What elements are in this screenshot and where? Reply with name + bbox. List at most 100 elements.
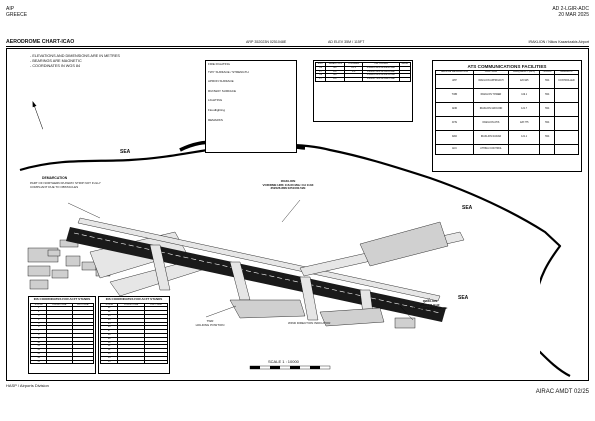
header-right: AD 2-LGIR-ADC 20 MAR 2025 bbox=[552, 6, 589, 18]
table-cell: 267 bbox=[325, 77, 346, 82]
state-label: AIP bbox=[6, 6, 15, 12]
twr-note: HOLDING POSITION bbox=[195, 322, 225, 327]
table-cell: GND bbox=[435, 101, 474, 117]
table-cell: 15 bbox=[29, 359, 48, 365]
table-cell: 35 bbox=[99, 359, 119, 365]
table-cell: H24 bbox=[539, 87, 555, 103]
table-cell: 120.925 bbox=[507, 73, 541, 89]
stands-table-left: INS COORDINATES FOR ACFT STANDS STAND LO… bbox=[28, 296, 96, 374]
table-cell: ATHINAI CONTROL bbox=[472, 143, 509, 155]
ndb-coords: 352011.52N 0251048.42E bbox=[412, 306, 448, 311]
arp-coordinates: ARP 352023N 0251048E bbox=[246, 40, 287, 44]
table-cell: IRAKLION GROUND bbox=[472, 101, 509, 117]
info-line: FIRE FIGHTING bbox=[208, 62, 230, 66]
runway-table: RWY DIRECTION THR ELEV THR COORD RESA 09… bbox=[313, 60, 413, 122]
scale-label: SCALE 1 : 10000 bbox=[268, 359, 299, 364]
info-line: TWY SURFACE / STRENGTH bbox=[208, 69, 249, 74]
table-row: TWR IRAKLION TOWER 119.1 H24 bbox=[435, 87, 580, 103]
vor-detail: VOR/DME HRK 116.60 MHz CH 113X bbox=[262, 182, 314, 187]
page-date: 20 MAR 2025 bbox=[558, 12, 589, 18]
table-cell: 27 bbox=[314, 77, 327, 82]
page-id: AD 2-LGIR-ADC bbox=[552, 6, 589, 12]
east-apron bbox=[359, 221, 449, 267]
table-row: 15 bbox=[29, 359, 95, 365]
table-row: 09 087 13.1 352029.58N 0250946.41E bbox=[314, 65, 412, 71]
title-bar: AERODROME CHART-ICAO ARP 352023N 0251048… bbox=[6, 39, 589, 47]
north-arrow bbox=[32, 100, 44, 130]
ndb-label: IRAKLION HER 421 KHZ 352011.52N 0251048.… bbox=[406, 299, 454, 311]
ndb-name: IRAKLION bbox=[422, 299, 438, 303]
table-cell: 121.7 bbox=[507, 101, 541, 117]
table-cell: 128.775 bbox=[507, 115, 541, 131]
wind-indicator-label: WIND DIRECTION INDICATOR bbox=[288, 321, 331, 325]
ats-panel: ATS COMMUNICATIONS FACILITIES SERVICE DE… bbox=[432, 60, 582, 172]
aerodrome-info-panel: FIRE FIGHTING TWY SURFACE / STRENGTH APR… bbox=[205, 60, 297, 153]
info-line: RUNWAY SURFACE bbox=[208, 88, 236, 93]
table-cell bbox=[507, 143, 541, 155]
info-line: APRON SURFACE bbox=[208, 79, 234, 84]
sea-label-north: SEA bbox=[120, 149, 131, 155]
table-cell: H24 bbox=[539, 101, 555, 117]
twr-label: TWR HOLDING POSITION bbox=[190, 319, 230, 327]
twr-name: TWR bbox=[206, 319, 214, 323]
demarcation-label: DEMARCATION bbox=[42, 176, 68, 180]
table-cell: APP bbox=[435, 73, 474, 89]
table-cell: IRAKLION ATIS bbox=[472, 115, 509, 131]
chart-frame bbox=[6, 48, 589, 381]
table-cell bbox=[553, 129, 580, 145]
table-cell bbox=[553, 87, 580, 103]
table-cell: 352018.70N 0251125.16E bbox=[361, 77, 400, 82]
table-cell bbox=[553, 101, 580, 117]
table-cell: 119.1 bbox=[507, 87, 541, 103]
table-cell: H24 bbox=[539, 115, 555, 131]
note-line: - ELEVATIONS AND DIMENSIONS ARE IN METRE… bbox=[30, 54, 120, 58]
table-row: GND IRAKLION GROUND 121.7 H24 bbox=[435, 101, 580, 117]
table-cell bbox=[398, 77, 412, 82]
table-cell: IRAKLION TOWER bbox=[472, 87, 509, 103]
table-row: ATIS IRAKLION ATIS 128.775 H24 bbox=[435, 115, 580, 131]
table-row: 35 bbox=[99, 359, 168, 365]
table-row: 27 267 352018.70N 0251125.16E bbox=[314, 77, 412, 82]
table-row: RAD IRAKLION RADAR 121.1 H24 bbox=[435, 129, 580, 145]
stands-title-right: INS COORDINATES FOR ACFT STANDS bbox=[105, 297, 163, 301]
aerodrome-elevation: AD ELEV 35M / 115FT bbox=[328, 40, 365, 44]
table-cell bbox=[553, 115, 580, 131]
table-cell bbox=[539, 143, 555, 155]
chart-notes: - ELEVATIONS AND DIMENSIONS ARE IN METRE… bbox=[30, 54, 120, 68]
ats-title: ATS COMMUNICATIONS FACILITIES bbox=[467, 64, 547, 69]
footer-right: AIRAC AMDT 02/25 bbox=[535, 389, 589, 395]
table-cell bbox=[553, 143, 580, 155]
sea-label-east: SEA bbox=[462, 205, 473, 211]
table-cell: 121.1 bbox=[507, 129, 541, 145]
table-cell: IRAKLION RADAR bbox=[472, 129, 509, 145]
header-left: AIP GREECE bbox=[6, 6, 27, 18]
south-area bbox=[229, 299, 416, 329]
info-line: REMARKS bbox=[208, 117, 223, 122]
footer-left: HASP / Airports Division bbox=[6, 383, 49, 388]
ats-header: FREQUENCY (MHz) bbox=[507, 70, 541, 75]
table-cell: IRAKLION APPROACH bbox=[472, 73, 509, 89]
table-row: ACC ATHINAI CONTROL bbox=[435, 143, 580, 155]
vor-coords: 352026.88N 0251000.52E bbox=[270, 186, 306, 191]
chart-title: AERODROME CHART-ICAO bbox=[6, 39, 75, 45]
stands-table-right: INS COORDINATES FOR ACFT STANDS STAND LO… bbox=[98, 296, 170, 374]
table-cell: ATIS bbox=[435, 115, 474, 131]
table-cell: ACC bbox=[435, 143, 474, 155]
table-cell: CONTROLLED bbox=[553, 73, 580, 89]
info-line: LIGHTING bbox=[208, 98, 223, 103]
table-cell: H24 bbox=[539, 129, 555, 145]
table-row: APP IRAKLION APPROACH 120.925 H24 CONTRO… bbox=[435, 73, 580, 89]
country-label: GREECE bbox=[6, 12, 28, 18]
scale-bar bbox=[249, 365, 331, 370]
note-line: - COORDINATES IN WGS 84 bbox=[30, 63, 81, 68]
ndb-detail: HER 421 KHZ bbox=[420, 302, 440, 307]
demarcation-note: PART OF NORTHERN RUNWAY STRIP NOT FULLY … bbox=[30, 181, 101, 189]
info-line: Floodlighting bbox=[208, 107, 226, 112]
ats-header: SERVICE DESIGNATION bbox=[435, 70, 474, 75]
stands-title-left: INS COORDINATES FOR ACFT STANDS bbox=[33, 297, 91, 301]
table-cell: TWR bbox=[435, 87, 474, 103]
note-line: - BEARINGS ARE MAGNETIC bbox=[30, 58, 82, 63]
sea-label-southeast: SEA bbox=[458, 295, 469, 301]
vor-label: IRAKLION VOR/DME HRK 116.60 MHz CH 113X … bbox=[262, 179, 314, 191]
table-cell bbox=[344, 77, 363, 82]
